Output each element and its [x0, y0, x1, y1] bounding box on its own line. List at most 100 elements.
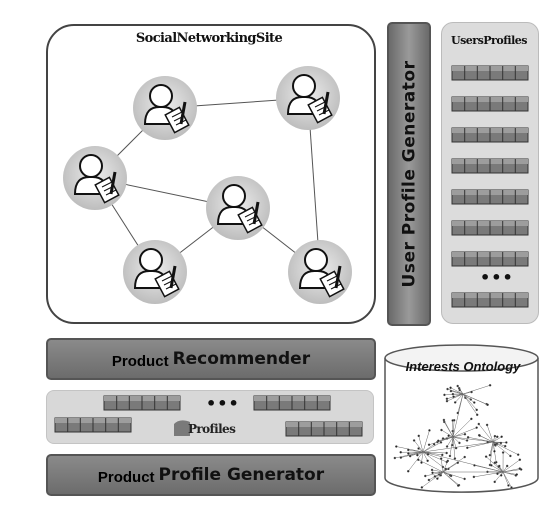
- ontology-edge: [396, 446, 424, 453]
- ontology-edge: [486, 424, 494, 443]
- ontology-edge: [422, 451, 444, 468]
- ontology-node: [407, 448, 410, 452]
- ontology-node: [408, 454, 412, 458]
- ontology-node: [493, 461, 497, 464]
- ontology-node: [484, 455, 488, 458]
- ontology-node: [445, 451, 448, 455]
- ontology-node: [412, 439, 416, 442]
- ontology-edge: [491, 465, 504, 473]
- ontology-node: [446, 387, 449, 391]
- ontology-node: [453, 457, 457, 460]
- ontology-node: [470, 390, 473, 394]
- ontology-edge: [442, 471, 465, 480]
- ontology-node: [426, 459, 429, 463]
- ontology-node: [395, 445, 398, 448]
- social-networking-site-box: [46, 24, 376, 324]
- ontology-node: [439, 457, 443, 460]
- ontology-edge: [479, 435, 494, 443]
- ontology-node: [427, 443, 431, 446]
- ontology-edge: [394, 451, 424, 459]
- ontology-node: [496, 435, 499, 439]
- ontology-node: [488, 453, 492, 457]
- ontology-node: [465, 439, 469, 442]
- ontology-node: [456, 484, 460, 487]
- users-profiles-ellipsis: •••: [480, 268, 514, 287]
- ontology-edge: [478, 423, 494, 443]
- ontology-node: [488, 384, 492, 387]
- ontology-edge: [442, 471, 459, 486]
- ontology-node: [428, 429, 431, 432]
- ontology-node: [518, 458, 522, 461]
- product-recommender-bar: [46, 338, 376, 380]
- ontology-node: [498, 464, 501, 468]
- ontology-edge: [502, 459, 520, 473]
- interests-ontology-title: Interests Ontology: [405, 359, 521, 374]
- ontology-node: [439, 441, 443, 444]
- ontology-edge: [462, 393, 475, 403]
- product-profile-generator-prefix: Product: [97, 468, 155, 486]
- ontology-node: [493, 443, 497, 447]
- ontology-edge: [462, 393, 477, 411]
- ontology-node: [453, 401, 457, 404]
- ontology-node: [509, 454, 512, 458]
- ontology-node: [456, 384, 459, 388]
- product-recommender-prefix: Product: [111, 352, 169, 370]
- ontology-edge: [432, 471, 444, 474]
- ontology-edge: [422, 441, 494, 453]
- ontology-edge: [422, 442, 442, 453]
- ontology-node: [417, 458, 420, 461]
- ontology-edge: [462, 393, 478, 415]
- ontology-edge: [473, 471, 504, 478]
- ontology-node: [417, 447, 420, 450]
- product-profiles-records: [54, 395, 363, 437]
- ontology-edge: [502, 471, 509, 486]
- ontology-node: [485, 423, 489, 427]
- ontology-edge: [452, 427, 477, 438]
- ontology-node: [503, 444, 507, 448]
- profile-record-icon: [253, 395, 331, 411]
- ontology-edge: [443, 419, 454, 438]
- ontology-edge: [422, 444, 435, 453]
- ontology-edge: [467, 441, 494, 449]
- ontology-node: [442, 418, 446, 422]
- ontology-edge: [485, 456, 504, 473]
- ontology-node: [451, 392, 455, 396]
- ontology-edge: [489, 441, 494, 456]
- ontology-node: [424, 474, 427, 478]
- ontology-edge: [450, 390, 464, 395]
- ontology-node: [433, 475, 437, 478]
- ontology-edge: [452, 436, 468, 441]
- ontology-node: [475, 426, 478, 429]
- ontology-edge: [449, 436, 454, 457]
- ontology-node: [463, 432, 467, 436]
- ontology-edge: [502, 468, 520, 473]
- ontology-node: [493, 480, 496, 484]
- ontology-node: [446, 459, 450, 463]
- profile-record-icon: [451, 189, 529, 205]
- ontology-edge: [455, 393, 464, 403]
- product-recommender-main: Recommender: [172, 349, 311, 369]
- ontology-edge: [452, 393, 464, 438]
- ontology-edge: [502, 471, 512, 488]
- ontology-node: [432, 442, 436, 446]
- ontology-node: [447, 434, 450, 438]
- ontology-node: [393, 456, 397, 460]
- ontology-edge: [492, 441, 501, 444]
- user-profile-generator-bar: [387, 22, 431, 326]
- ontology-node: [420, 486, 424, 489]
- ontology-node: [486, 403, 489, 407]
- product-profile-generator-main: Profile Generator: [158, 465, 325, 485]
- ontology-node: [449, 474, 453, 478]
- ontology-edge: [468, 437, 494, 443]
- ontology-node: [441, 453, 444, 457]
- ontology-node: [452, 395, 455, 398]
- ontology-node: [436, 477, 439, 480]
- ontology-edge: [494, 471, 504, 483]
- ontology-edge: [425, 471, 444, 477]
- ontology-node: [501, 451, 505, 454]
- ontology-edge: [489, 441, 494, 465]
- ontology-edge: [441, 429, 454, 438]
- profile-record-icon: [285, 421, 363, 437]
- ontology-node: [440, 428, 443, 432]
- ontology-edge: [450, 387, 464, 395]
